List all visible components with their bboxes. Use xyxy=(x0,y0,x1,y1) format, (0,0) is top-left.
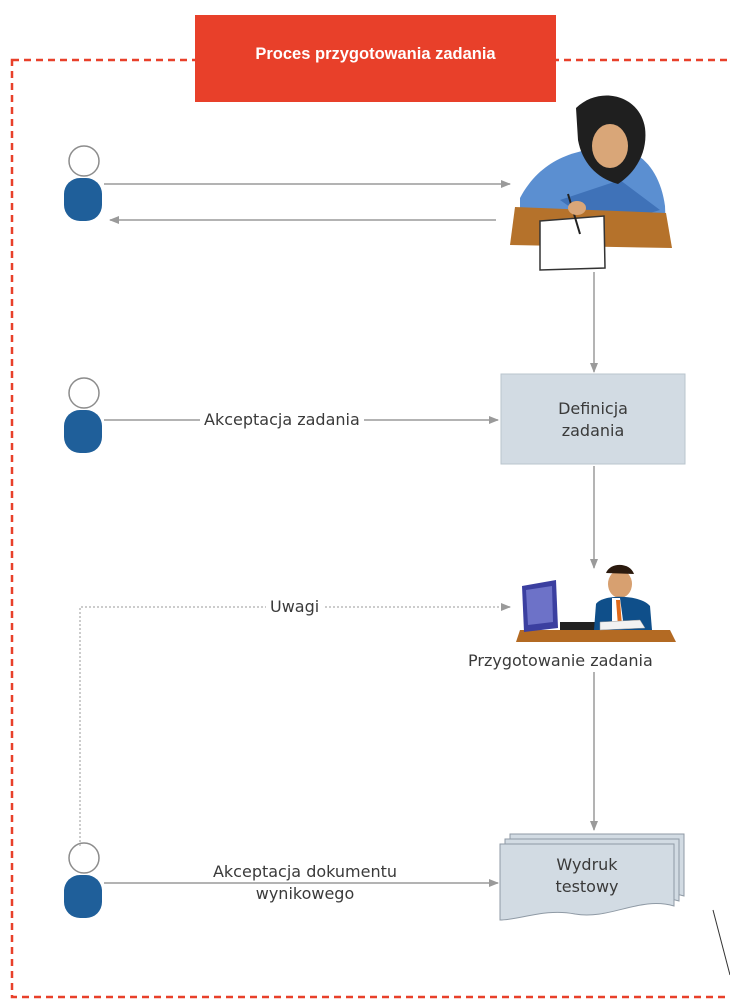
actor-icon xyxy=(64,842,102,918)
man-at-computer-icon xyxy=(516,564,676,642)
process-label-line: Definicja xyxy=(558,399,628,418)
document-label-wydruk: Wydruk testowy xyxy=(500,854,674,898)
label-line: wynikowego xyxy=(180,883,430,905)
process-label-line: zadania xyxy=(561,421,625,440)
dashed-frame xyxy=(10,58,730,999)
actor-icon xyxy=(64,377,102,453)
label-akceptacja-dokumentu: Akceptacja dokumentu wynikowego xyxy=(180,861,430,905)
actor-icon xyxy=(64,145,102,221)
document-label-line: testowy xyxy=(555,877,619,896)
label-akceptacja-zadania: Akceptacja zadania xyxy=(200,409,364,431)
process-label-definicja: Definicja zadania xyxy=(501,398,685,442)
label-przygotowanie-zadania: Przygotowanie zadania xyxy=(468,651,653,670)
label-line: Akceptacja dokumentu xyxy=(180,861,430,883)
process-box-definicja xyxy=(500,373,686,465)
document-label-line: Wydruk xyxy=(556,855,618,874)
arrow-uwagi-loop xyxy=(79,603,511,846)
stray-line xyxy=(712,909,730,976)
document-shape-wydruk xyxy=(499,833,685,921)
label-uwagi: Uwagi xyxy=(266,596,324,618)
title-box-bg xyxy=(195,15,556,102)
woman-writing-icon xyxy=(510,95,672,271)
diagram-title: Proces przygotowania zadania xyxy=(255,45,496,63)
